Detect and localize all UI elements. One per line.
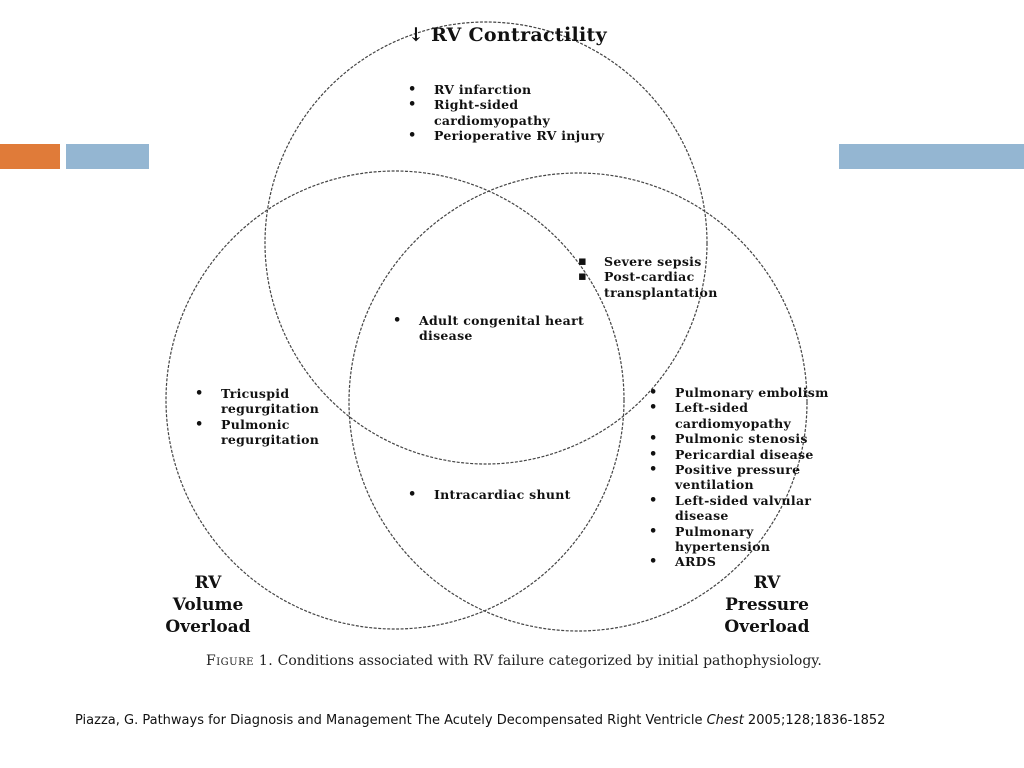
condition-item: Pulmonic stenosis [649,431,829,447]
figure-caption-text: Conditions associated with RV failure ca… [273,653,822,669]
volume-pressure-list: Intracardiac shunt [408,487,571,503]
volume-overload-label-line2: Volume [172,595,244,615]
figure-caption: Figure 1. Conditions associated with RV … [206,653,822,669]
contractility-pressure-list: Severe sepsisPost-cardiac transplantatio… [578,254,718,300]
condition-item: Positive pressure ventilation [649,462,829,493]
accent-bar-orange [0,144,60,169]
condition-item: Perioperative RV injury [408,128,604,144]
condition-item: Left-sided cardiomyopathy [649,400,829,431]
condition-item: Right-sided cardiomyopathy [408,97,604,128]
pressure-overload-label-line3: Overload [724,617,810,637]
condition-item: Pulmonic regurgitation [195,417,319,448]
accent-bar-blue-left [66,144,149,169]
contractility-list: RV infarctionRight-sided cardiomyopathyP… [408,82,604,144]
condition-item: Intracardiac shunt [408,487,571,503]
condition-item: Pulmonary hypertension [649,524,829,555]
figure-caption-label: Figure 1. [206,653,274,669]
volume-overload-label: RV Volume Overload [153,572,263,638]
citation: Piazza, G. Pathways for Diagnosis and Ma… [75,713,885,728]
citation-prefix: Piazza, G. Pathways for Diagnosis and Ma… [75,713,707,728]
condition-item: Adult congenital heart disease [393,313,584,344]
contractility-title: ↓ RV Contractility [408,24,607,46]
condition-item: Tricuspid regurgitation [195,386,319,417]
pressure-overload-label-line1: RV [753,573,781,593]
condition-item: RV infarction [408,82,604,98]
volume-overload-label-line1: RV [194,573,222,593]
venn-circle-volume-overload [165,170,625,630]
condition-item: ARDS [649,554,829,570]
volume-overload-label-line3: Overload [165,617,251,637]
pressure-overload-label: RV Pressure Overload [712,572,822,638]
citation-journal: Chest [706,713,744,728]
condition-item: Left-sided valvular disease [649,493,829,524]
condition-item: Pulmonary embolism [649,385,829,401]
volume-overload-list: Tricuspid regurgitationPulmonic regurgit… [195,386,319,448]
condition-item: Post-cardiac transplantation [578,269,718,300]
condition-item: Severe sepsis [578,254,718,270]
accent-bar-blue-right [839,144,1024,169]
pressure-overload-label-line2: Pressure [725,595,809,615]
condition-item: Pericardial disease [649,447,829,463]
venn-circle-contractility [264,21,708,465]
pressure-overload-list: Pulmonary embolismLeft-sided cardiomyopa… [649,385,829,570]
citation-suffix: 2005;128;1836-1852 [743,713,886,728]
center-overlap-list: Adult congenital heart disease [393,313,584,344]
